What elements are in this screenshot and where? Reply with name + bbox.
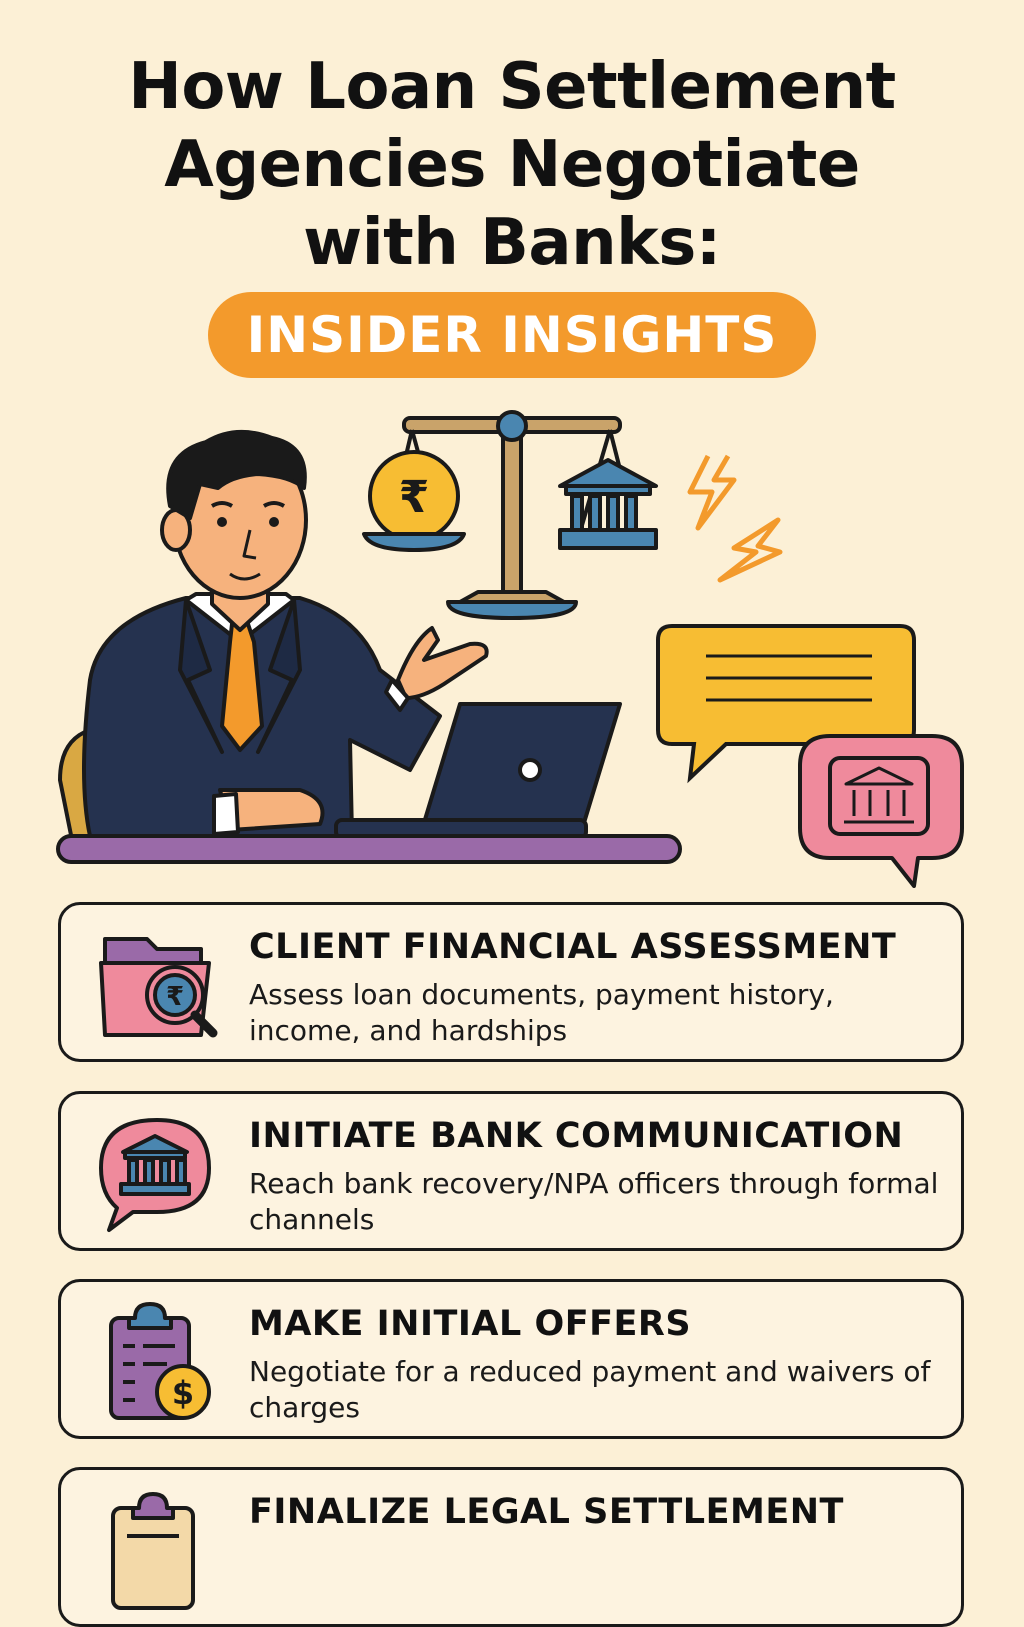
step-card-legal-settlement: FINALIZE LEGAL SETTLEMENT [58,1467,964,1627]
title-line-3: with Banks: [303,206,721,280]
lightning-icon [687,454,783,583]
step-title: CLIENT FINANCIAL ASSESSMENT [249,927,897,967]
step-title: MAKE INITIAL OFFERS [249,1304,692,1344]
title-line-1: How Loan Settlement [128,50,896,124]
clipboard-coin-icon: $ [109,1302,211,1420]
step-card-bank-communication: INITIATE BANK COMMUNICATION Reach bank r… [58,1091,964,1251]
svg-text:₹: ₹ [166,982,184,1012]
consultant-figure [82,429,489,838]
bank-chat-icon [99,1118,211,1232]
step-description: Negotiate for a reduced payment and waiv… [249,1355,931,1424]
svg-text:$: $ [172,1374,194,1412]
bank-bubble-icon [798,734,964,888]
page-title: How Loan Settlement Agencies Negotiate w… [0,48,1024,282]
clipboard-icon [111,1492,195,1610]
hero-illustration: ₹ [56,410,964,888]
step-title: INITIATE BANK COMMUNICATION [249,1116,904,1156]
insider-insights-badge: INSIDER INSIGHTS [208,292,816,378]
badge-label: INSIDER INSIGHTS [246,306,778,364]
balance-scale-icon [362,410,658,620]
step-card-initial-offers: $ MAKE INITIAL OFFERS Negotiate for a re… [58,1279,964,1439]
step-description: Reach bank recovery/NPA officers through… [249,1167,939,1236]
step-title: FINALIZE LEGAL SETTLEMENT [249,1492,844,1532]
folder-magnifier-icon: ₹ [99,937,218,1038]
rupee-symbol: ₹ [399,472,430,523]
desk [56,834,682,864]
step-description: Assess loan documents, payment history, … [249,978,834,1047]
laptop-icon [334,702,622,840]
title-line-2: Agencies Negotiate [164,128,860,202]
step-card-assessment: ₹ CLIENT FINANCIAL ASSESSMENT Assess loa… [58,902,964,1062]
